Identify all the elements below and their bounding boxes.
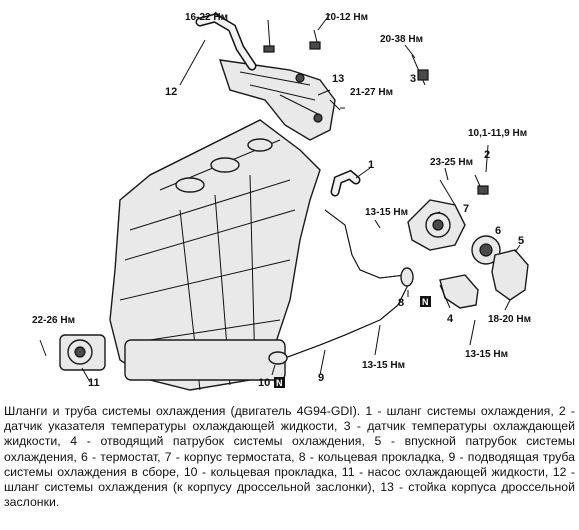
figure-caption: Шланги и труба системы охлаждения (двига…	[4, 404, 575, 510]
torque-label-10-12: 10-12 Нм	[325, 12, 368, 23]
callout-1: 1	[368, 159, 374, 171]
water-outlet-fitting	[439, 274, 479, 309]
callout-5: 5	[518, 235, 524, 247]
torque-label-18-20: 18-20 Нм	[488, 314, 531, 325]
torque-label-13-15-b: 13-15 Нм	[465, 349, 508, 360]
thermostat	[471, 235, 501, 265]
torque-label-23-25: 23-25 Нм	[430, 157, 473, 168]
torque-label-13-15-a: 13-15 Нм	[365, 207, 408, 218]
torque-label-20-38: 20-38 Нм	[380, 34, 423, 45]
cooling-system-diagram: 16-22 Нм 10-12 Нм 20-38 Нм 21-27 Нм 10,1…	[32, 11, 531, 391]
water-pump	[39, 334, 106, 371]
o-ring-8	[400, 267, 414, 287]
callout-7: 7	[463, 203, 469, 215]
callout-11: 11	[88, 377, 100, 389]
sensors	[439, 174, 489, 206]
hose-1	[330, 169, 361, 197]
new-part-mark-8-text: N	[422, 297, 429, 307]
callout-2: 2	[484, 149, 490, 161]
water-inlet-fitting	[491, 249, 529, 301]
throttle-body-stay	[218, 59, 336, 141]
torque-label-21-27: 21-27 Нм	[350, 87, 393, 98]
bolts-top	[263, 19, 429, 111]
torque-label-13-15-c: 13-15 Нм	[362, 360, 405, 371]
callout-8: 8	[398, 297, 404, 309]
o-ring-10	[268, 351, 288, 365]
water-inlet-pipe	[284, 209, 409, 359]
torque-label-10-1-11-9: 10,1-11,9 Нм	[468, 128, 527, 139]
callout-12: 12	[165, 86, 177, 98]
callout-9: 9	[318, 372, 324, 384]
new-part-mark-10	[274, 377, 285, 388]
hose-12	[195, 13, 257, 71]
callout-10: 10	[258, 377, 270, 389]
callout-6: 6	[495, 225, 501, 237]
leader-lines	[81, 11, 521, 383]
torque-label-16-22: 16-22 Нм	[185, 12, 228, 23]
callout-13: 13	[332, 73, 344, 85]
new-part-mark-8	[420, 296, 431, 307]
engine-block	[109, 119, 321, 391]
torque-label-22-26: 22-26 Нм	[32, 315, 75, 326]
new-part-mark-10-text: N	[276, 378, 283, 388]
callout-4: 4	[447, 313, 454, 325]
callout-3: 3	[410, 73, 416, 85]
thermostat-housing	[407, 199, 466, 251]
